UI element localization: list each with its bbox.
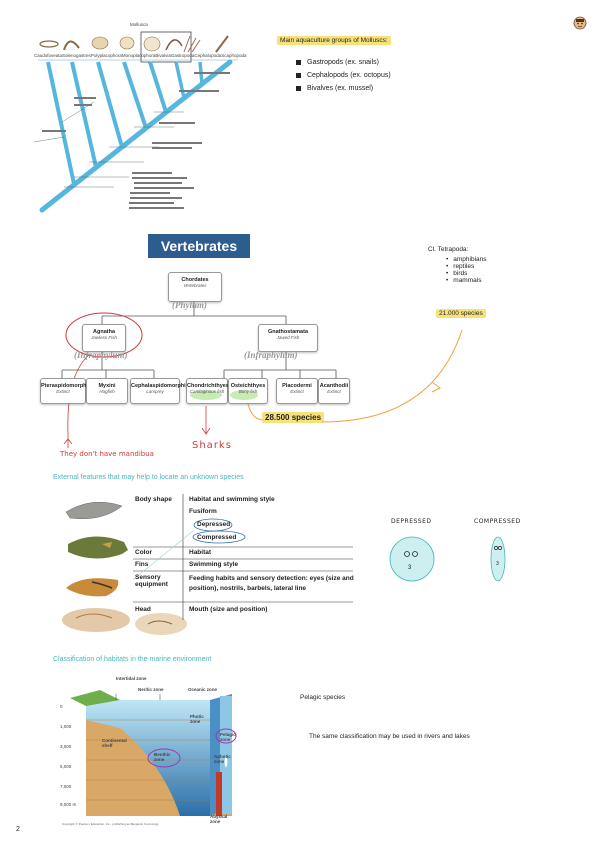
table-row: Fusiform (189, 508, 217, 515)
depth-label: 1,000 (60, 724, 72, 729)
species-count-osteichthyes: 28.500 species (262, 412, 325, 423)
phylum-label: (Phylum) (172, 300, 207, 310)
fish-photo-column (62, 492, 132, 636)
infraphylum-label-left: (Infraphylum) (74, 350, 128, 360)
list-item: Gastropods (ex. snails) (296, 59, 391, 66)
shape-number-compressed: 3 (496, 561, 499, 567)
zone-photic: Photic zone (190, 714, 204, 724)
zone-intertidal: Intertidal zone (116, 676, 147, 681)
body-shape-sketches (389, 536, 506, 582)
taxon-label: Gastropoda (170, 53, 195, 58)
taxon-label: Cephalopoda (194, 53, 222, 58)
list-item: Bivalves (ex. mussel) (296, 85, 391, 92)
zone-neritic: Neritic zone (138, 687, 164, 692)
depth-label: 3,000 (60, 744, 72, 749)
taxon-label: Monoplacophora (121, 53, 156, 58)
list-item: reptiles (446, 263, 487, 270)
taxon-label: Solenogastres (62, 53, 91, 58)
zone-pelagic: Pelagic zone (220, 732, 236, 742)
zone-aphotic: Aphotic zone (214, 754, 231, 764)
note-agnatha: They don't have mandibua (60, 450, 154, 458)
list-item: amphibians (446, 256, 486, 263)
zone-shelf: Continental shelf (102, 738, 127, 748)
table-row: Depressed (197, 521, 231, 528)
cladogram-header: Mollusca (130, 22, 148, 27)
fish-photo-extra (134, 612, 188, 636)
note-rivers: The same classification may be used in r… (309, 733, 470, 740)
taxon-label: Bivalvia (155, 53, 171, 58)
compressed-label: COMPRESSED (474, 518, 521, 525)
list-item: mammals (446, 277, 487, 284)
depth-label: 0 (60, 704, 63, 709)
note-sharks: Sharks (192, 440, 232, 451)
vertebrates-banner: Vertebrates (148, 234, 250, 258)
taxon-label: Scaphopoda (221, 53, 247, 58)
list-item: Cephalopods (ex. octopus) (296, 72, 391, 79)
avatar (573, 16, 587, 30)
features-table-lines (133, 494, 353, 620)
shape-number-depressed: 3 (408, 565, 412, 571)
diagram-copyright: Copyright © Pearson Education, Inc., pub… (62, 822, 159, 826)
depth-label: 5,000 (60, 764, 72, 769)
tetrapoda-list: amphibians reptiles birds mammals (446, 256, 487, 284)
note-pelagic: Pelagic species (300, 694, 346, 701)
zone-benthic: Benthic zone (154, 752, 171, 762)
connector-arrow (322, 329, 463, 423)
zone-oceanic: Oceanic zone (188, 687, 218, 692)
list-item: birds (446, 270, 487, 277)
depth-label: 9,000 m (60, 802, 77, 807)
taxon-label: Polyplacophora (90, 53, 122, 58)
taxon-label: Caudofoveata (34, 53, 63, 58)
external-features-title: External features that may help to locat… (53, 474, 244, 481)
mollusc-group-list: Gastropods (ex. snails) Cephalopods (ex.… (296, 59, 391, 98)
table-row: Compressed (197, 534, 237, 541)
depressed-label: DEPRESSED (391, 518, 432, 525)
depth-label: 7,000 (60, 784, 72, 789)
zone-abyssal: Abyssal zone (210, 814, 228, 824)
marine-zones-diagram: Intertidal zone Neritic zone Oceanic zon… (60, 676, 256, 830)
mollusc-cladogram: Mollusca (34, 22, 246, 216)
mollusc-title: Main aquaculture groups of Molluscs: (277, 36, 391, 45)
habitats-title: Classification of habitats in the marine… (53, 656, 212, 663)
tetrapoda-title: Cl. Tetrapoda: (428, 246, 469, 253)
infraphylum-label-right: (Infraphylum) (244, 350, 298, 360)
tetrapoda-species: 21.000 species (436, 309, 486, 318)
page-number: 2 (16, 826, 20, 833)
